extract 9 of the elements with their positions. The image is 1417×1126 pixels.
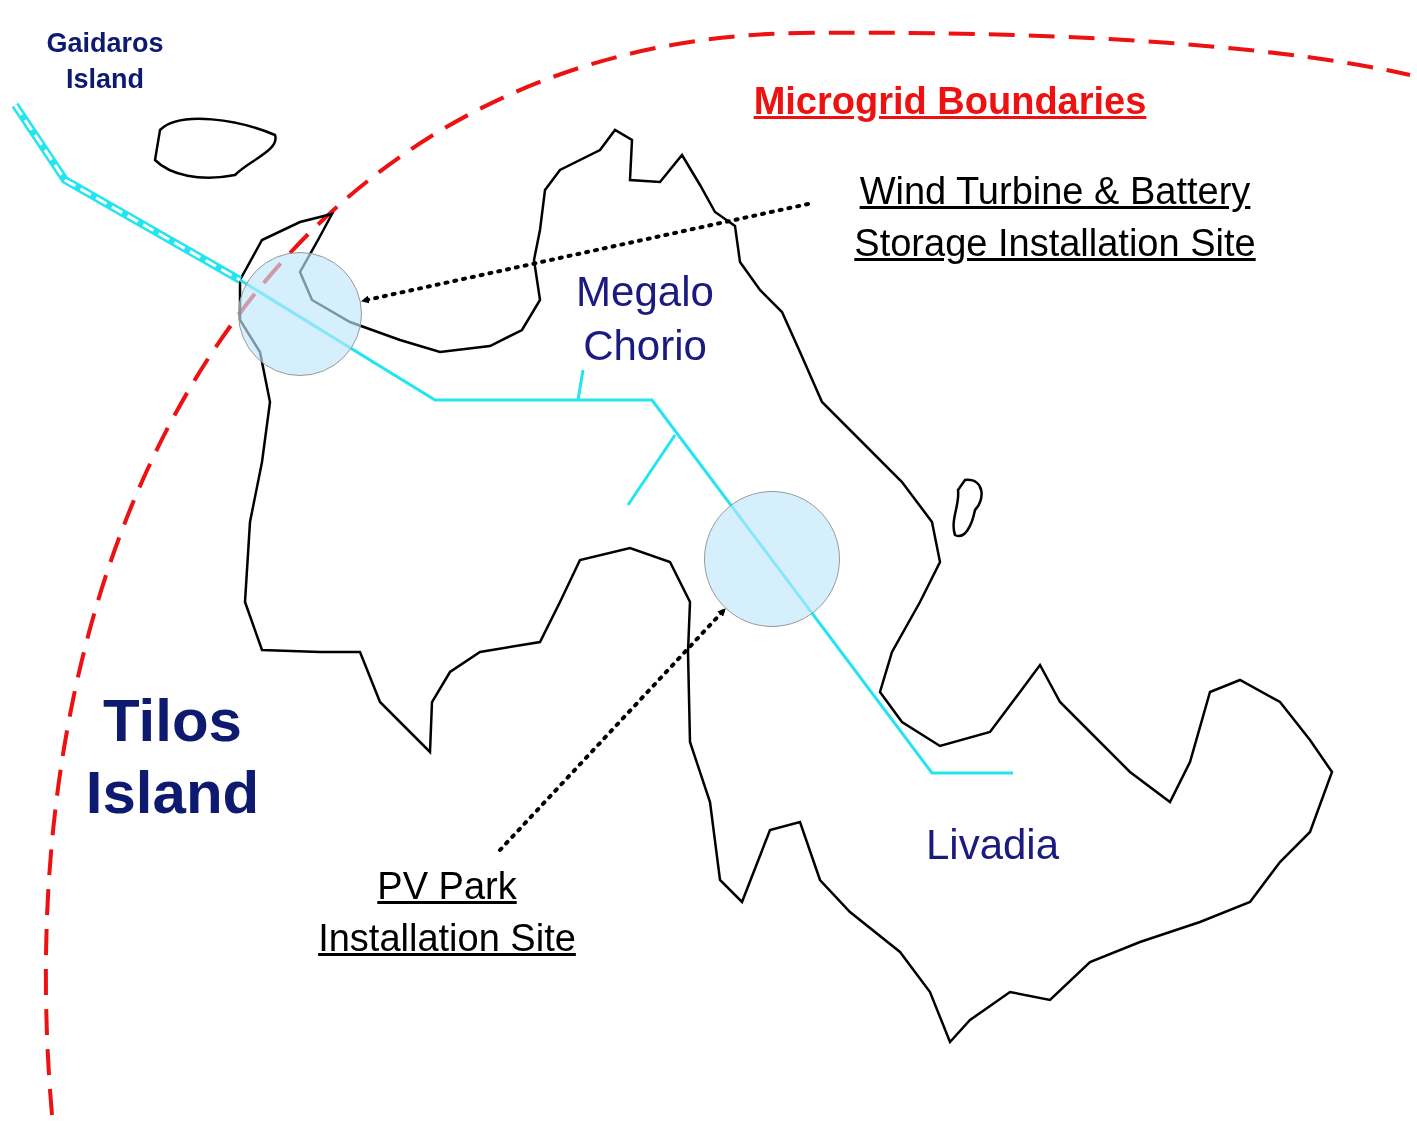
leader-line	[360, 202, 810, 304]
site-label: Wind Turbine & Battery Storage Installation Site	[800, 165, 1310, 269]
village-name: Livadia	[924, 820, 1061, 870]
leader-line	[498, 607, 727, 852]
site-label: PV Park Installation Site	[282, 860, 612, 964]
island-name: Gaidaros Island	[45, 27, 165, 96]
village-name: Megalo Chorio	[575, 267, 715, 371]
boundary-title: Microgrid Boundaries	[752, 79, 1148, 124]
island-name: Tilos Island	[84, 686, 261, 828]
